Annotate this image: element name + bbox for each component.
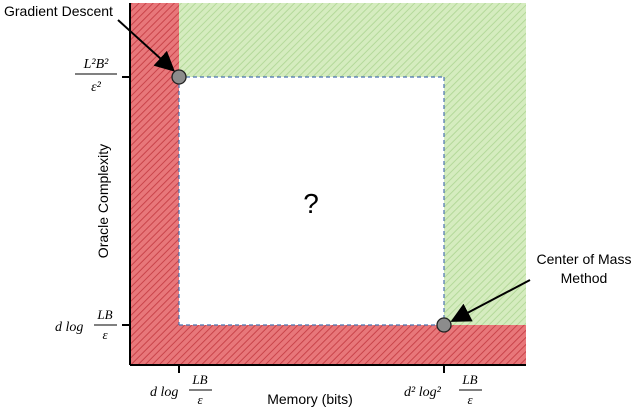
y-tick-label-bottom: d log LB ε <box>55 307 117 342</box>
center-of-mass-label-line1: Center of Mass <box>537 251 632 267</box>
x-tick-right-prefix: d² log² <box>404 385 442 400</box>
y-tick-bottom-denominator: ε <box>102 327 108 342</box>
x-tick-label-left: d log LB ε <box>150 372 212 407</box>
center-of-mass-label-line2: Method <box>561 270 608 286</box>
x-tick-right-denominator: ε <box>467 392 473 407</box>
gradient-descent-arrow <box>117 19 175 72</box>
x-tick-left-numerator: LB <box>191 372 207 387</box>
y-tick-label-top: L²B² ε² <box>75 57 117 95</box>
x-tick-left-prefix: d log <box>150 385 178 400</box>
y-tick-top-denominator: ε² <box>91 80 102 95</box>
gradient-descent-point <box>171 69 187 85</box>
x-axis-label: Memory (bits) <box>267 391 353 407</box>
y-axis-label: Oracle Complexity <box>95 144 111 258</box>
question-mark: ? <box>303 188 319 219</box>
y-tick-bottom-numerator: LB <box>96 307 112 322</box>
y-tick-bottom-prefix: d log <box>55 320 83 335</box>
x-tick-label-right: d² log² LB ε <box>404 372 482 407</box>
unknown-region <box>179 77 444 325</box>
center-of-mass-arrow <box>450 279 531 322</box>
center-of-mass-point <box>436 317 452 333</box>
infeasible-region-bottom <box>130 325 526 365</box>
x-tick-left-denominator: ε <box>197 392 203 407</box>
y-tick-top-numerator: L²B² <box>83 57 110 72</box>
infeasible-region-left <box>130 3 179 365</box>
x-tick-right-numerator: LB <box>461 372 477 387</box>
gradient-descent-label: Gradient Descent <box>4 3 113 19</box>
